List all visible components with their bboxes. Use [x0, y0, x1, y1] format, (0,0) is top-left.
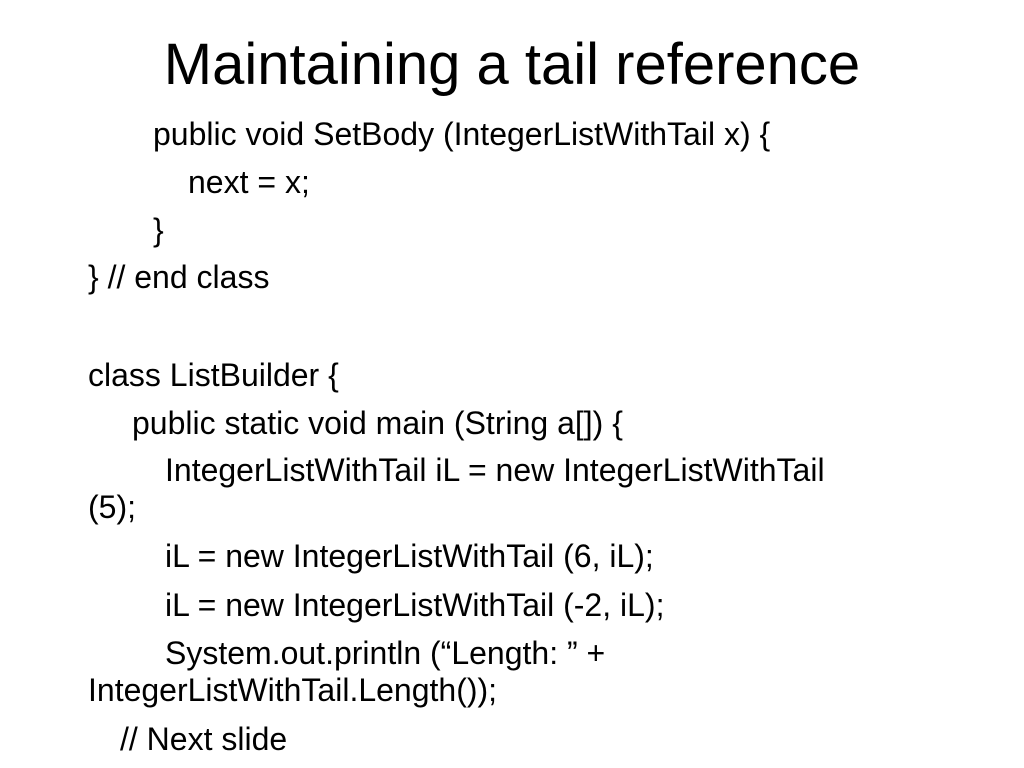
code-line-end-class: } // end class: [88, 259, 270, 295]
code-line-println-cont: IntegerListWithTail.Length());: [88, 672, 498, 708]
code-line-next-slide-comment: // Next slide: [120, 721, 288, 757]
code-line-close-method: }: [153, 212, 164, 248]
code-line-println: System.out.println (“Length: ” +: [165, 635, 606, 671]
code-line-class-listbuilder: class ListBuilder {: [88, 357, 339, 393]
code-line-add-minus-two: iL = new IntegerListWithTail (-2, iL);: [165, 587, 665, 623]
code-line-next-assign: next = x;: [188, 164, 310, 200]
code-line-add-six: iL = new IntegerListWithTail (6, iL);: [165, 538, 654, 574]
code-line-create-list-cont: (5);: [88, 489, 136, 525]
code-line-main-signature: public static void main (String a[]) {: [132, 405, 623, 441]
slide-title: Maintaining a tail reference: [163, 32, 861, 97]
code-line-setbody-signature: public void SetBody (IntegerListWithTail…: [153, 116, 771, 152]
code-line-create-list: IntegerListWithTail iL = new IntegerList…: [165, 452, 825, 488]
